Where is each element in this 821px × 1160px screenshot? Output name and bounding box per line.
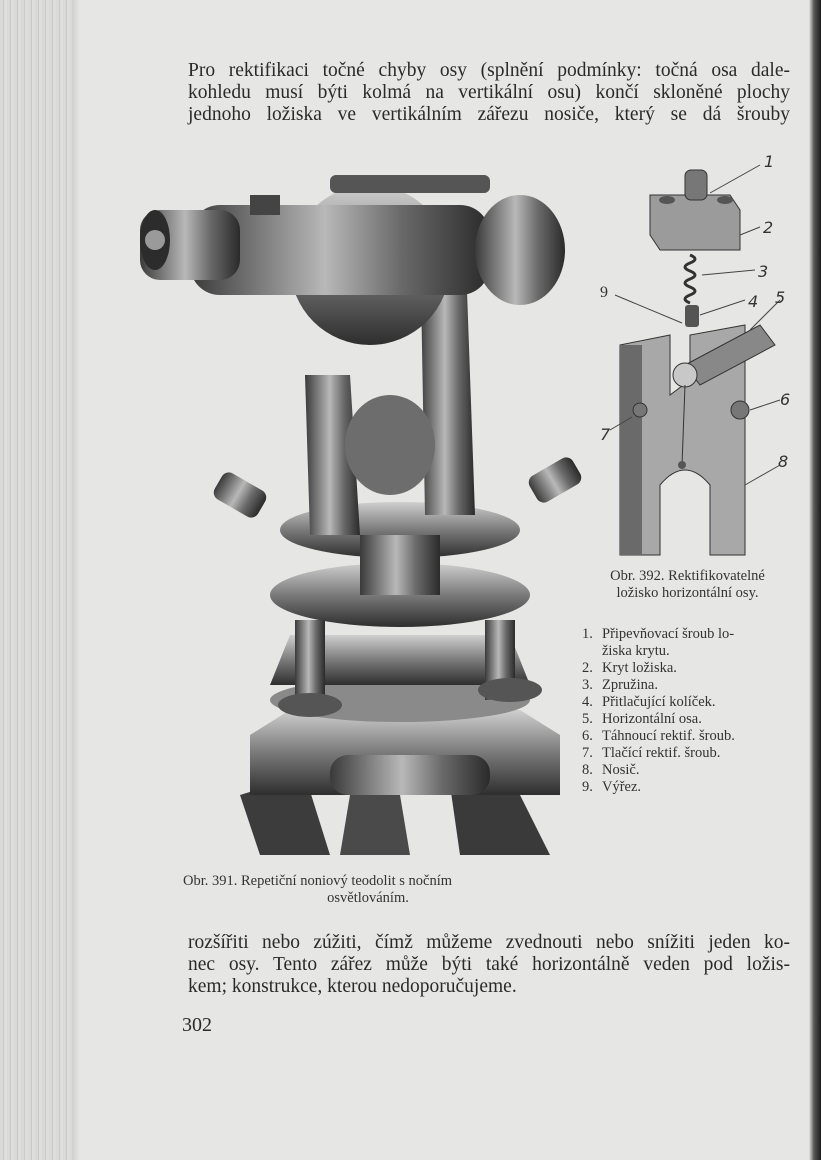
figure-392-legend: 1. Připevňovací šroub lo- žiska krytu. 2.…	[582, 626, 797, 796]
figure-392-caption: Obr. 392. Rektifikovatelné ložisko horiz…	[580, 568, 795, 602]
legend-number: 1.	[582, 626, 593, 642]
book-page-stack-edge	[0, 0, 80, 1160]
label-2: 2	[763, 218, 773, 237]
legend-text: Kryt ložiska.	[602, 660, 677, 676]
label-9: 9	[600, 284, 608, 301]
label-6: 6	[780, 390, 790, 409]
legend-item: 7. Tlačící rektif. šroub.	[582, 745, 797, 762]
text-line: nec osy. Tento zářez může býti také hori…	[188, 954, 790, 975]
text-line: Pro rektifikaci točné chyby osy (splnění…	[188, 60, 790, 81]
label-4: 4	[748, 292, 758, 311]
label-7: 7	[600, 425, 611, 444]
legend-text: Zpružina.	[602, 677, 658, 693]
text-line: kohledu musí býti kolmá na vertikální os…	[188, 82, 790, 103]
legend-item: 1. Připevňovací šroub lo-	[582, 626, 797, 643]
legend-item: 9. Výřez.	[582, 779, 797, 796]
caption-line: Obr. 391. Repetiční noniový teodolit s n…	[183, 873, 453, 889]
legend-number: 8.	[582, 762, 593, 778]
legend-item: 5. Horizontální osa.	[582, 711, 797, 728]
text-line: jednoho ložiska ve vertikálním zářezu no…	[188, 104, 790, 125]
paragraph-bottom: rozšířiti nebo zúžiti, čímž můžeme zvedn…	[188, 932, 790, 998]
label-5: 5	[775, 288, 785, 307]
book-binding-shadow	[809, 0, 821, 1160]
legend-text: Připevňovací šroub lo-	[602, 626, 735, 642]
bearing-diagram: 1 2 3 4 5 6 7 8 9	[600, 155, 790, 556]
label-1: 1	[764, 155, 774, 171]
legend-number: 7.	[582, 745, 593, 761]
legend-number	[582, 643, 602, 660]
legend-number: 2.	[582, 660, 593, 676]
text-line: kem; konstrukce, kterou nedoporučujeme.	[188, 976, 517, 997]
legend-item: 3. Zpružina.	[582, 677, 797, 694]
legend-item: 8. Nosič.	[582, 762, 797, 779]
legend-text: Horizontální osa.	[602, 711, 702, 727]
paragraph-top: Pro rektifikaci točné chyby osy (splnění…	[188, 60, 790, 126]
page-number: 302	[182, 1014, 212, 1036]
legend-item: 2. Kryt ložiska.	[582, 660, 797, 677]
caption-line: Obr. 392. Rektifikovatelné	[610, 568, 765, 584]
legend-number: 4.	[582, 694, 593, 710]
legend-text: Přitlačující kolíček.	[602, 694, 716, 710]
legend-text: Výřez.	[602, 779, 642, 795]
text-line: rozšířiti nebo zúžiti, čímž můžeme zvedn…	[188, 932, 790, 953]
theodolite-illustration	[140, 175, 582, 855]
caption-line: osvětlováním.	[327, 890, 409, 906]
label-8: 8	[778, 452, 788, 471]
legend-number: 5.	[582, 711, 593, 727]
legend-text: Táhnoucí rektif. šroub.	[602, 728, 735, 744]
legend-item: 4. Přitlačující kolíček.	[582, 694, 797, 711]
legend-item: 6. Táhnoucí rektif. šroub.	[582, 728, 797, 745]
legend-number: 9.	[582, 779, 593, 795]
legend-text: Tlačící rektif. šroub.	[602, 745, 721, 761]
legend-text: žiska krytu.	[602, 643, 670, 659]
figure-391-caption: Obr. 391. Repetiční noniový teodolit s n…	[183, 873, 553, 907]
label-3: 3	[758, 262, 768, 281]
caption-line: ložisko horizontální osy.	[616, 585, 759, 601]
legend-number: 6.	[582, 728, 593, 744]
legend-text: Nosič.	[602, 762, 640, 778]
legend-number: 3.	[582, 677, 593, 693]
legend-item: žiska krytu.	[582, 643, 797, 660]
